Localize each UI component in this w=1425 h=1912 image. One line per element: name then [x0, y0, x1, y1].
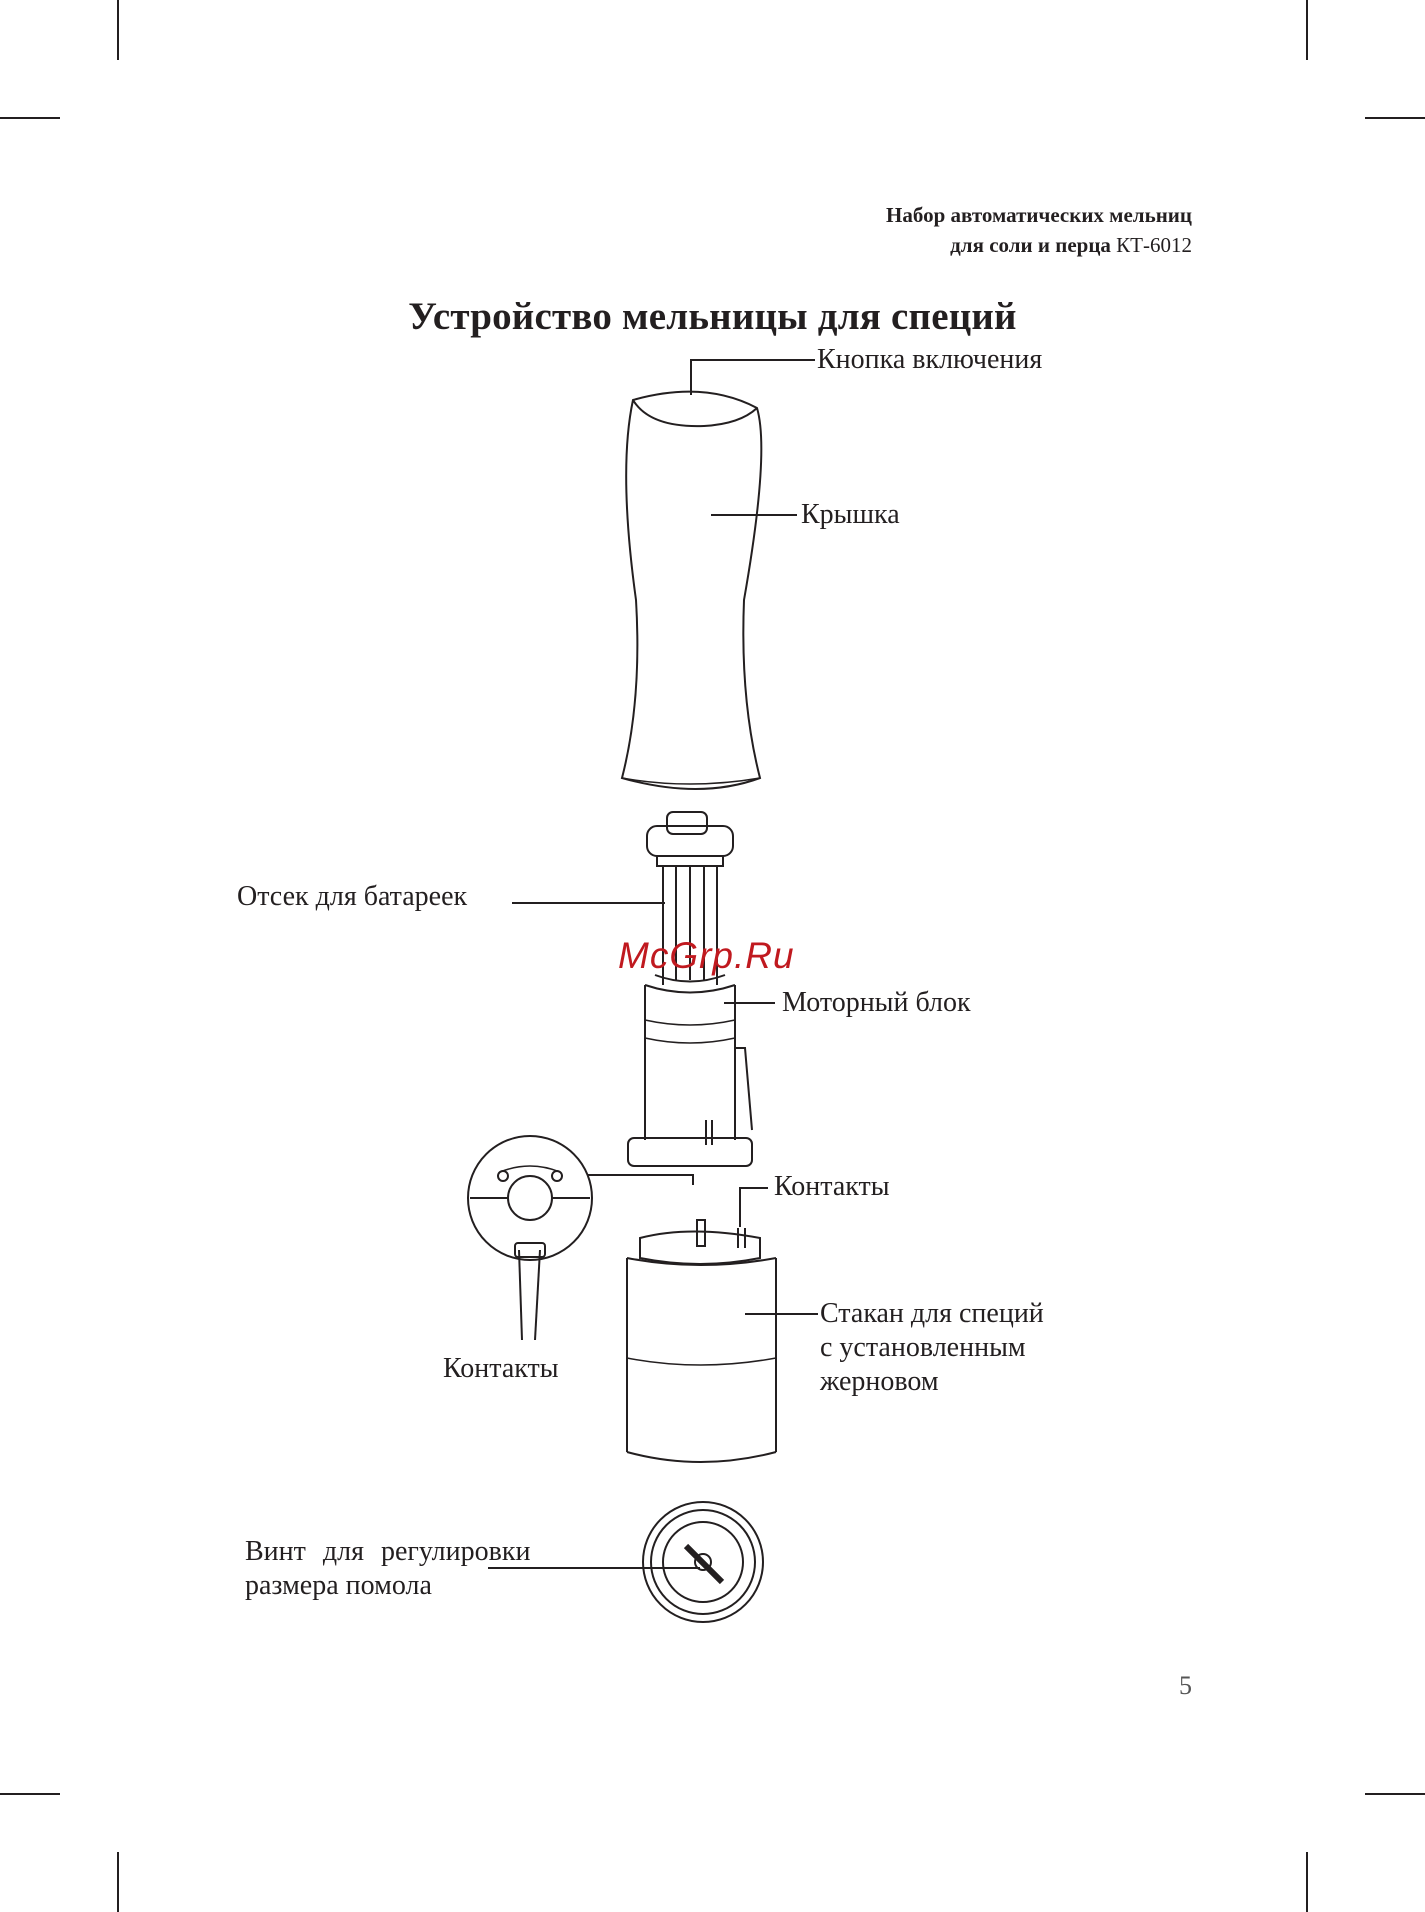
label-grind-screw: Винт для регулировки размера помола — [245, 1535, 530, 1603]
label-power-button: Кнопка включения — [817, 343, 1042, 377]
grind-screw-drawing — [643, 1502, 763, 1622]
label-motor-block: Моторный блок — [782, 986, 971, 1020]
watermark: McGrp.Ru — [618, 935, 795, 977]
label-grind-screw-line-1: Винт для регулировки — [245, 1535, 530, 1569]
label-grind-screw-line-2: размера помола — [245, 1569, 530, 1603]
base-detail-drawing — [468, 1136, 592, 1260]
spice-cup-drawing — [627, 1220, 776, 1462]
label-lid: Крышка — [801, 498, 900, 532]
lid-drawing — [622, 392, 761, 789]
label-battery-compartment: Отсек для батареек — [237, 880, 467, 914]
motor-block-drawing — [628, 985, 752, 1166]
label-spice-cup-line-2: с установленным — [820, 1331, 1044, 1365]
label-spice-cup: Стакан для специй с установленным жернов… — [820, 1297, 1044, 1399]
label-contacts-left: Контакты — [443, 1352, 559, 1386]
label-spice-cup-line-1: Стакан для специй — [820, 1297, 1044, 1331]
page-number: 5 — [1179, 1671, 1192, 1701]
label-contacts-right: Контакты — [774, 1170, 890, 1204]
label-spice-cup-line-3: жерновом — [820, 1365, 1044, 1399]
